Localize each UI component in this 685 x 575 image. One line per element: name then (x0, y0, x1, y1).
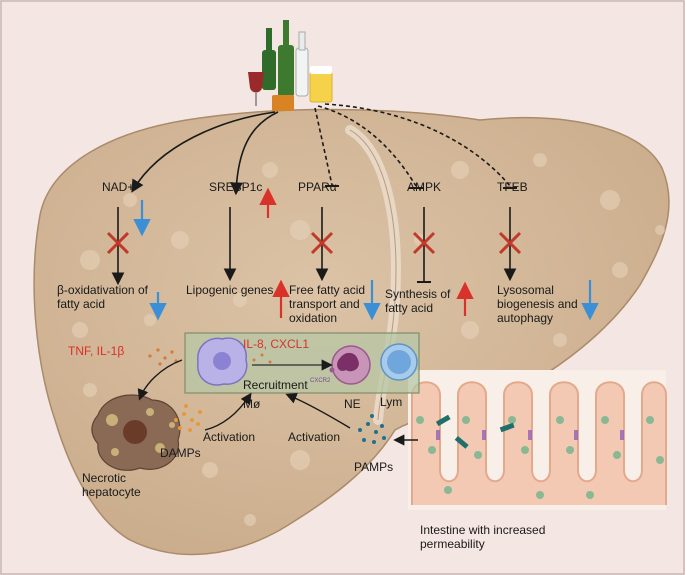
label-lymphocyte: Lym (380, 395, 403, 409)
label-synthesis-1: Synthesis of (385, 287, 451, 301)
activation-arrows (204, 392, 418, 446)
label-damps: DAMPs (160, 446, 201, 460)
label-intestine-1: Intestine with increased (420, 523, 546, 537)
label-nad: NAD+ (102, 180, 135, 194)
label-beta-oxidation: β-oxidativation of (57, 283, 148, 297)
label-necrotic-1: Necrotic (82, 471, 127, 485)
label-il8-cxcl1: IL-8, CXCL1 (243, 337, 310, 351)
label-recruitment: Recruitment (243, 378, 308, 392)
label-neutrophil: NE (344, 397, 361, 411)
label-lipogenic-genes: Lipogenic genes (186, 283, 274, 297)
label-necrotic-2: hepatocyte (82, 485, 141, 499)
label-synthesis-2: fatty acid (385, 301, 434, 315)
cytokine-dots (148, 348, 272, 366)
label-free-fatty-acid-2: transport and (289, 297, 360, 311)
macrophage-icon (197, 337, 248, 386)
label-tfeb: TFEB (497, 180, 528, 194)
label-free-fatty-acid-3: oxidation (289, 311, 338, 325)
label-free-fatty-acid-1: Free fatty acid (289, 283, 366, 297)
label-activation-right: Activation (288, 430, 341, 444)
label-intestine-2: permeability (420, 537, 485, 551)
label-beta-oxidation-2: fatty acid (57, 297, 106, 311)
label-ppara: PPARα (298, 180, 337, 194)
label-pamps: PAMPs (354, 460, 394, 474)
label-lysosomal-3: autophagy (497, 311, 554, 325)
label-cxcr2: CXCR2 (310, 378, 331, 384)
label-lysosomal-2: biogenesis and (497, 297, 578, 311)
inhibition-cross-icons (106, 231, 522, 255)
label-macrophage: Mø (243, 397, 261, 411)
receptor-icon (329, 367, 335, 373)
label-ampk: AMPK (407, 180, 442, 194)
label-srebp1c: SREBP1c (209, 180, 263, 194)
label-tnf-il1b: TNF, IL-1β (68, 344, 125, 358)
necrotic-hepatocyte-icon (91, 394, 181, 471)
label-lysosomal-1: Lysosomal (497, 283, 554, 297)
cytokine-to-hepatocyte-arrow (137, 359, 183, 401)
label-activation-left: Activation (203, 430, 256, 444)
alcohol-effect-arrows (131, 103, 517, 196)
level-indicator-arrows (133, 187, 599, 321)
pamps-dots (358, 414, 386, 444)
alcohol-bottles-icon (248, 20, 333, 111)
neutrophil-icon (331, 345, 371, 385)
damps-dots (174, 404, 202, 432)
lymphocyte-icon (380, 343, 418, 381)
intestine-illustration (408, 370, 667, 510)
